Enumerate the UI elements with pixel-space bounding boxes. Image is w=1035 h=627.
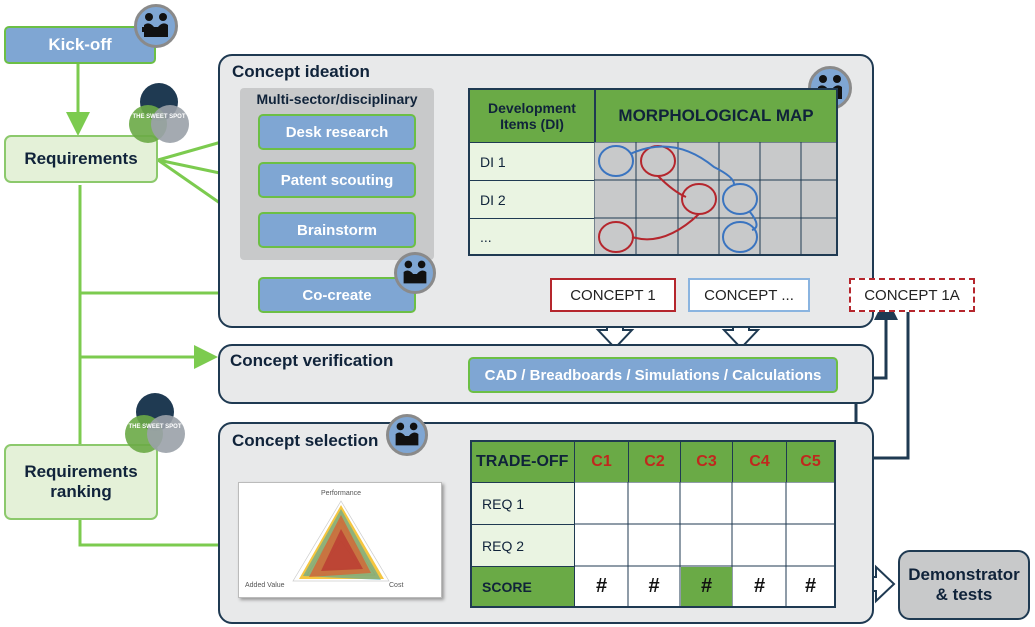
concept-selection-title: Concept selection: [232, 431, 379, 450]
option-circle: [722, 183, 758, 215]
option-circle: [681, 183, 717, 215]
di-row-1: DI 1: [470, 142, 594, 180]
kickoff-box: Kick-off: [4, 26, 156, 64]
req-row-2: REQ 2: [472, 524, 574, 566]
score-c3-highlight: #: [681, 567, 732, 606]
demonstrator-box: Demonstrator & tests: [898, 550, 1030, 620]
radar-axis-added-value: Added Value: [245, 582, 285, 589]
morph-map-header: MORPHOLOGICAL MAP: [594, 90, 836, 142]
req-row-1: REQ 1: [472, 482, 574, 524]
svg-text:THE SWEET SPOT: THE SWEET SPOT: [128, 424, 181, 430]
di-row-3: ...: [470, 218, 594, 254]
brainstorm-box: Brainstorm: [258, 212, 416, 248]
column-c1: C1: [574, 442, 628, 482]
score-c1: #: [595, 575, 608, 597]
score-c5: #: [804, 575, 817, 597]
radar-chart: Performance Added Value Cost: [238, 482, 442, 598]
ranking-label-line2: ranking: [50, 482, 112, 501]
option-circle: [598, 221, 634, 253]
concept-verification-title: Concept verification: [230, 351, 394, 370]
column-c2: C2: [628, 442, 680, 482]
radar-axis-cost: Cost: [389, 582, 403, 589]
score-c2: #: [648, 575, 660, 597]
concept-dots-box: CONCEPT ...: [688, 278, 810, 312]
concept-1-box: CONCEPT 1: [550, 278, 676, 312]
score-label: SCORE: [472, 566, 574, 606]
option-circle: [598, 145, 634, 177]
handshake-icon: [386, 414, 428, 456]
concept-ideation-title: Concept ideation: [232, 62, 370, 81]
tradeoff-grid: [574, 482, 834, 606]
radar-axis-performance: Performance: [321, 490, 361, 497]
di-row-2: DI 2: [470, 180, 594, 218]
demonstrator-label-line1: Demonstrator: [908, 565, 1020, 584]
column-c5: C5: [786, 442, 834, 482]
cad-breadboards-box: CAD / Breadboards / Simulations / Calcul…: [468, 357, 838, 393]
tradeoff-header: TRADE-OFF: [472, 442, 574, 482]
demonstrator-label-line2: & tests: [935, 585, 993, 604]
svg-text:THE SWEET SPOT: THE SWEET SPOT: [132, 114, 185, 120]
ranking-label-line1: Requirements: [24, 462, 138, 481]
column-c4: C4: [732, 442, 786, 482]
column-c3: C3: [680, 442, 732, 482]
option-circle: [722, 221, 758, 253]
option-circle: [640, 145, 676, 177]
sweet-spot-icon-2: THE SWEET SPOT: [122, 390, 188, 458]
cocreate-box: Co-create: [258, 277, 416, 313]
desk-research-box: Desk research: [258, 114, 416, 150]
morph-grid: [594, 142, 838, 256]
requirements-ranking-box: Requirements ranking: [4, 444, 158, 520]
di-header: Development Items (DI): [470, 90, 594, 142]
handshake-icon: [394, 252, 436, 294]
requirements-box: Requirements: [4, 135, 158, 183]
concept-1a-box: CONCEPT 1A: [849, 278, 975, 312]
multidisciplinary-title: Multi-sector/disciplinary: [256, 91, 418, 107]
score-c4: #: [753, 575, 766, 597]
handshake-icon: [134, 4, 178, 48]
patent-scouting-box: Patent scouting: [258, 162, 416, 198]
sweet-spot-icon: THE SWEET SPOT: [126, 80, 192, 148]
radar-series: [321, 529, 363, 571]
